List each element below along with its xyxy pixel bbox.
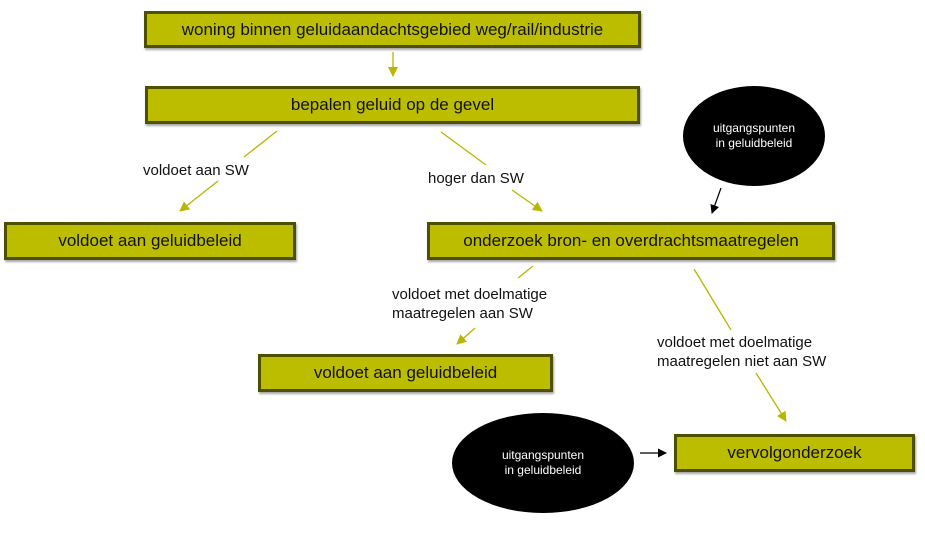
node-principles-top: uitgangspunten in geluidbeleid <box>683 86 825 186</box>
edge-label-meets-with-measures: voldoet met doelmatige maatregelen aan S… <box>392 285 547 323</box>
arrow-principles-to-investigate <box>710 187 722 214</box>
edge-label-not-meets-with-measures: voldoet met doelmatige maatregelen niet … <box>657 333 826 371</box>
arrow-measure-to-investigate-lower <box>511 189 543 212</box>
arrow-investigate-to-followup-lower <box>755 372 787 422</box>
node-measure-text: bepalen geluid op de gevel <box>290 95 495 114</box>
node-followup: vervolgonderzoek <box>674 434 915 472</box>
arrow-measure-to-complies-upper <box>243 130 278 158</box>
principles-bottom-line-1: uitgangspunten <box>501 448 585 462</box>
arrow-investigate-to-complies-upper <box>517 265 534 279</box>
edge-label-meets-sw: voldoet aan SW <box>143 161 249 180</box>
edge-label-meets-with-measures-line-1: voldoet met doelmatige <box>392 286 548 303</box>
edge-label-not-meets-with-measures-line-1: voldoet met doelmatige <box>657 334 813 351</box>
arrow-measure-to-complies-lower <box>179 180 219 212</box>
node-complies-2: voldoet aan geluidbeleid <box>258 354 553 392</box>
arrow-investigate-to-complies-lower <box>456 327 476 345</box>
arrow-investigate-to-followup-upper <box>693 268 732 331</box>
edge-label-meets-sw-text: voldoet aan SW <box>143 162 249 179</box>
edge-label-above-sw-text: hoger dan SW <box>428 170 524 187</box>
principles-top-line-2: in geluidbeleid <box>715 136 793 150</box>
node-followup-text: vervolgonderzoek <box>727 443 862 462</box>
node-complies-1-text: voldoet aan geluidbeleid <box>58 231 242 250</box>
node-investigate-text: onderzoek bron- en overdrachtsmaatregele… <box>463 231 799 250</box>
node-start: woning binnen geluidaandachtsgebied weg/… <box>144 11 641 48</box>
node-investigate: onderzoek bron- en overdrachtsmaatregele… <box>427 222 835 260</box>
principles-bottom-line-2: in geluidbeleid <box>504 463 582 477</box>
edge-label-meets-with-measures-line-2: maatregelen aan SW <box>392 305 533 322</box>
arrow-measure-to-investigate-upper <box>440 131 487 166</box>
principles-top-line-1: uitgangspunten <box>712 121 796 135</box>
edge-label-above-sw: hoger dan SW <box>428 169 524 188</box>
node-complies-2-text: voldoet aan geluidbeleid <box>313 363 498 382</box>
node-complies-1: voldoet aan geluidbeleid <box>4 222 296 260</box>
node-start-text: woning binnen geluidaandachtsgebied weg/… <box>181 19 604 39</box>
node-principles-bottom: uitgangspunten in geluidbeleid <box>452 413 634 513</box>
node-measure: bepalen geluid op de gevel <box>145 86 640 124</box>
edge-label-not-meets-with-measures-line-2: maatregelen niet aan SW <box>657 353 827 370</box>
